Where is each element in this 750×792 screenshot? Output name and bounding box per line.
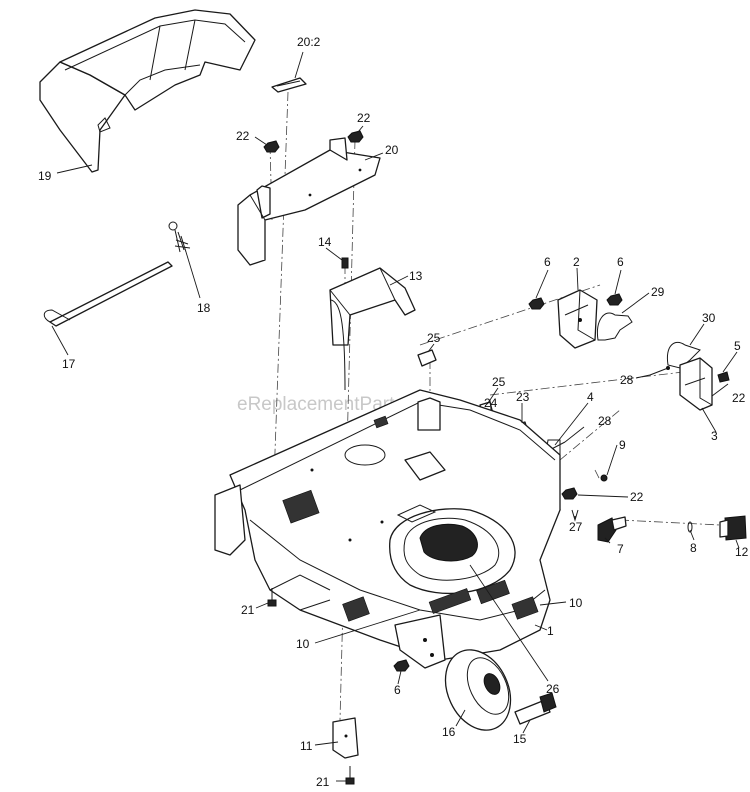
callout-15: 15	[513, 732, 527, 746]
callout-22: 22	[630, 490, 644, 504]
callout-3: 3	[711, 429, 718, 443]
callout-14: 14	[318, 235, 332, 249]
part-22-nut-a	[263, 140, 280, 153]
part-28-pin-a	[649, 366, 670, 376]
part-13-cover	[329, 267, 416, 346]
part-18-spring	[168, 221, 191, 253]
part-19-deflector	[39, 9, 256, 173]
front-wheel-bracket	[394, 614, 446, 669]
callout-10: 10	[569, 596, 583, 610]
callout-4: 4	[587, 390, 594, 404]
callout-13: 13	[409, 269, 423, 283]
callout-26: 26	[546, 682, 560, 696]
part-21-bolt-b	[345, 766, 355, 785]
callout-5: 5	[734, 339, 741, 353]
part-25-knob-a	[417, 349, 437, 367]
callout-29: 29	[651, 285, 665, 299]
callout-22: 22	[732, 391, 746, 405]
part-5-pin	[717, 371, 730, 383]
callout-16: 16	[442, 725, 456, 739]
blower-housing	[389, 504, 516, 595]
part-20-2-decal	[271, 51, 307, 93]
callout-23: 23	[516, 390, 530, 404]
part-14-bolt	[341, 257, 349, 269]
part-17-rod	[43, 261, 173, 327]
callout-28: 28	[620, 373, 634, 387]
callout-21: 21	[241, 603, 255, 617]
part-12-knob	[719, 515, 747, 541]
callout-27: 27	[569, 520, 583, 534]
callout-22: 22	[357, 111, 371, 125]
callout-25: 25	[427, 331, 441, 345]
callout-28: 28	[598, 414, 612, 428]
part-30-hook	[666, 341, 701, 369]
callout-11: 11	[300, 739, 313, 753]
part-15-axle-bolt	[514, 692, 557, 725]
callout-6: 6	[544, 255, 551, 269]
part-8-washer	[687, 521, 693, 533]
part-22-nut-b	[347, 130, 364, 143]
part-20-bracket	[237, 137, 381, 266]
callout-17: 17	[62, 357, 76, 371]
callout-6: 6	[394, 683, 401, 697]
callout-9: 9	[619, 438, 626, 452]
callout-12: 12	[735, 545, 749, 559]
callout-2: 2	[573, 255, 580, 269]
part-1-mower-deck	[214, 299, 561, 661]
callout-6: 6	[617, 255, 624, 269]
part-11-bracket	[332, 717, 359, 759]
part-2-bracket	[557, 289, 598, 349]
part-29-hook	[596, 312, 633, 341]
callout-20-2: 20:2	[297, 35, 321, 49]
part-3-bracket	[679, 357, 713, 411]
callout-25: 25	[492, 375, 506, 389]
callout-24: 24	[484, 396, 498, 410]
part-6-nut-b	[606, 293, 623, 306]
callout-18: 18	[197, 301, 211, 315]
callout-7: 7	[617, 542, 624, 556]
part-6-nut-c	[393, 659, 410, 672]
callout-21: 21	[316, 775, 330, 789]
callout-labels: 20:2 22 22 20 19 14 13 18 17 6 2 6 29 30…	[38, 35, 749, 789]
callout-30: 30	[702, 311, 716, 325]
deck-decals	[282, 415, 539, 622]
part-9-bolt	[600, 474, 608, 482]
callout-22: 22	[236, 129, 250, 143]
callout-1: 1	[547, 624, 554, 638]
callout-19: 19	[38, 169, 52, 183]
part-21-bolt-a	[267, 588, 277, 607]
callout-20: 20	[385, 143, 399, 157]
part-16-wheel	[444, 649, 512, 731]
callout-10: 10	[296, 637, 310, 651]
part-6-nut-a	[528, 297, 545, 310]
leader-lines	[51, 125, 740, 782]
part-7-adjuster	[597, 516, 627, 543]
part-22-nut-c	[561, 487, 578, 500]
callout-8: 8	[690, 541, 697, 555]
